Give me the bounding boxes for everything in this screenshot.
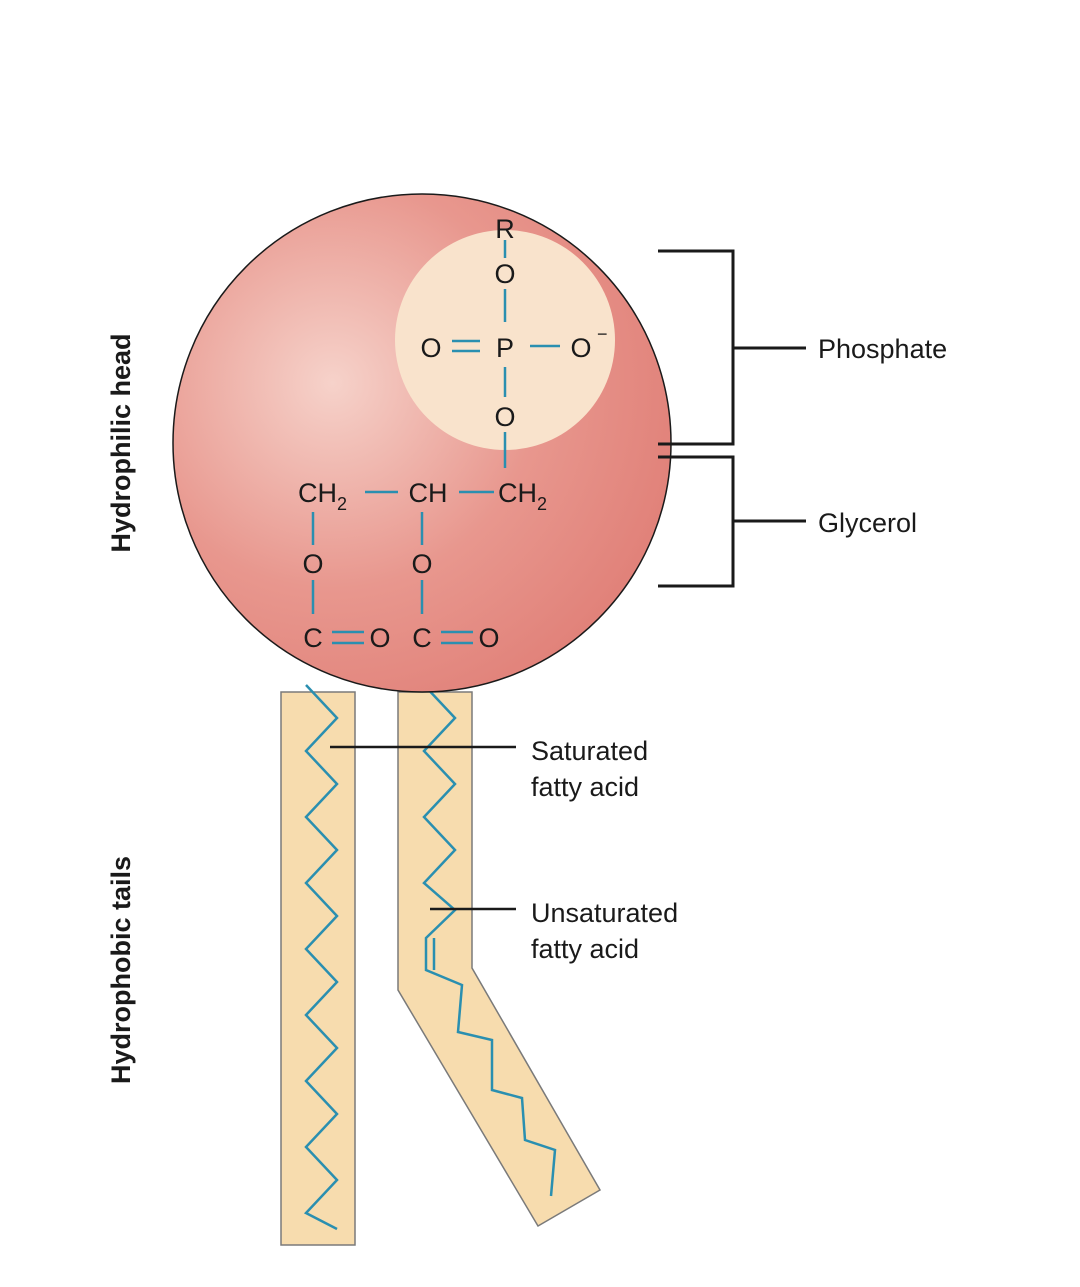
hydrophobic-tails-label: Hydrophobic tails: [106, 856, 136, 1084]
phosphorus-label: P: [496, 333, 514, 363]
glycerol-bonds: [311, 490, 494, 645]
ch2-left: CH2: [298, 478, 347, 514]
ch2-right-main: CH: [498, 478, 537, 508]
oxygen-double-bond: O: [420, 333, 441, 363]
ch2-right-sub: 2: [537, 494, 547, 514]
phosphate-label: Phosphate: [818, 334, 947, 364]
oxygen-minus: O: [570, 333, 591, 363]
ch2-left-main: CH: [298, 478, 337, 508]
phosphate-bonds: [452, 240, 560, 468]
unsaturated-label-2: fatty acid: [531, 934, 639, 964]
r-group-label: R: [495, 214, 515, 244]
saturated-chain: [303, 684, 339, 1231]
oxygen-bottom: O: [494, 402, 515, 432]
glycerol-bracket: [658, 455, 806, 588]
ch2-right: CH2: [498, 478, 547, 514]
charge-sign: −: [597, 324, 608, 344]
unsaturated-tail: [397, 691, 602, 1228]
hydrophilic-head-label: Hydrophilic head: [106, 333, 136, 552]
saturated-label-1: Saturated: [531, 736, 648, 766]
phosphate-bracket: [658, 249, 806, 446]
carbon-left: C: [303, 623, 323, 653]
unsaturated-label-1: Unsaturated: [531, 898, 678, 928]
saturated-tail: [280, 691, 356, 1246]
ester-oxygen-left: O: [302, 549, 323, 579]
unsaturated-chain: [422, 684, 557, 1197]
saturated-label-2: fatty acid: [531, 772, 639, 802]
carbon-right: C: [412, 623, 432, 653]
ch2-left-sub: 2: [337, 494, 347, 514]
ester-oxygen-right: O: [411, 549, 432, 579]
carbonyl-oxygen-left: O: [369, 623, 390, 653]
ch-middle: CH: [409, 478, 448, 508]
glycerol-label: Glycerol: [818, 508, 917, 538]
carbonyl-oxygen-right: O: [478, 623, 499, 653]
phosphate-region: [395, 230, 615, 450]
oxygen-top: O: [494, 259, 515, 289]
